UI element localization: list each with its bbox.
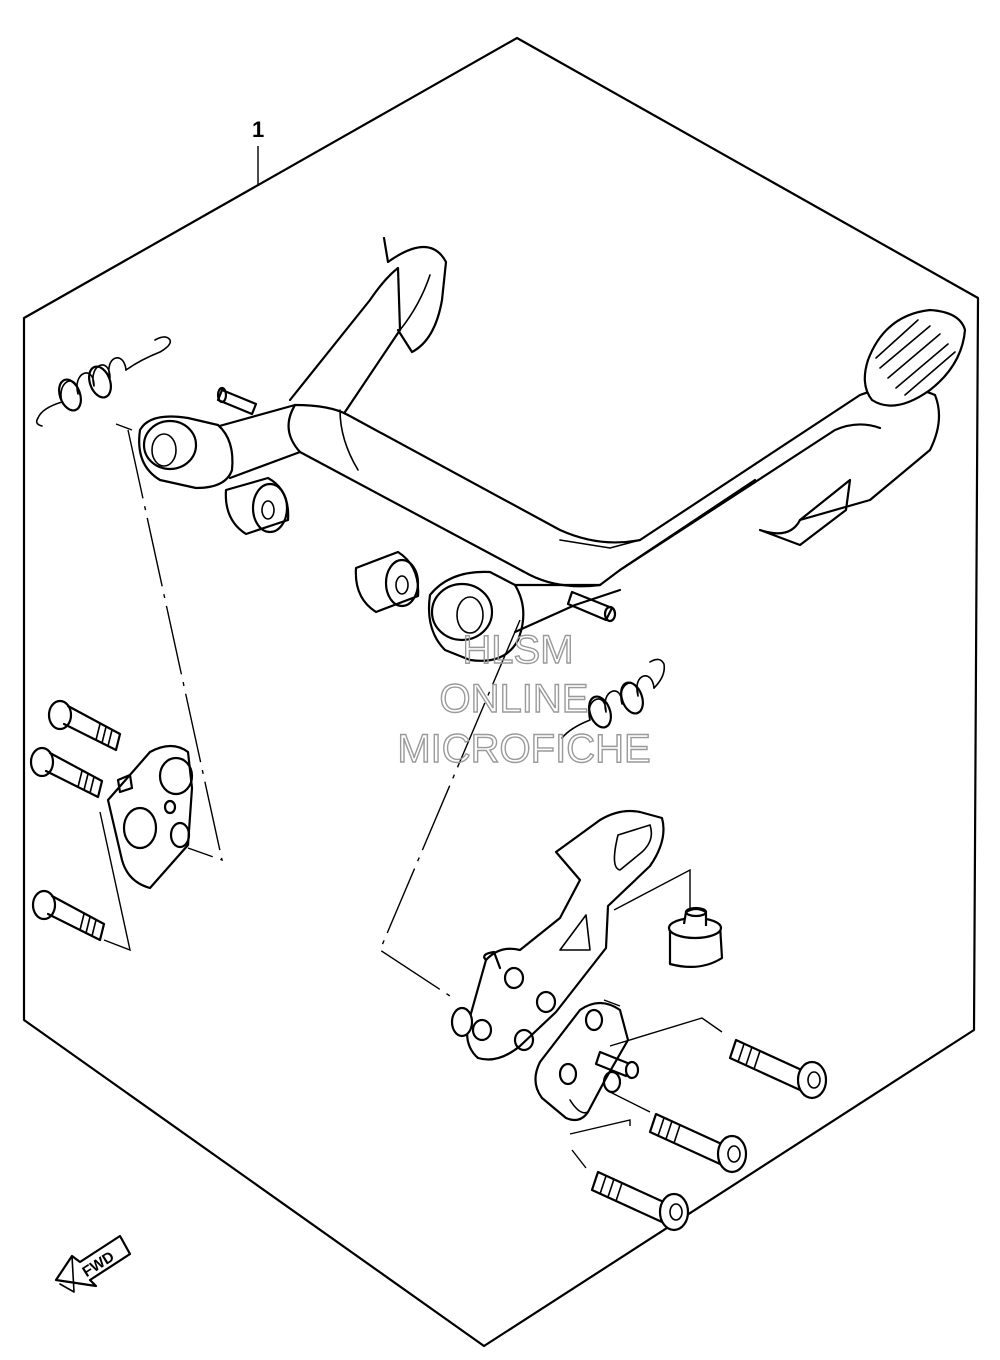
bolt-icon (47, 699, 122, 752)
stand-pedal-icon (618, 308, 967, 572)
left-assembly-leaders (99, 423, 223, 952)
stand-bracket-icon (450, 809, 665, 1061)
center-stand-frame-icon (138, 236, 757, 662)
return-spring-icon (35, 336, 172, 427)
bolt-6-icon (590, 1170, 690, 1232)
bolt-5-icon (648, 1112, 748, 1174)
bolt-4-icon (728, 1038, 828, 1100)
pivot-pin-upper-icon (216, 386, 258, 416)
pivot-pin-lower-icon (566, 590, 617, 623)
watermark: HLSM ONLINE MICROFICHE (397, 627, 652, 771)
right-assembly-leaders (379, 619, 723, 1169)
watermark-line-3: MICROFICHE (397, 727, 650, 771)
watermark-line-1: HLSM (462, 628, 573, 672)
return-spring-2-icon (561, 658, 666, 739)
bolt-2-icon (29, 746, 104, 799)
mounting-bracket-icon (106, 744, 194, 890)
pivot-bushing-2-icon (354, 550, 420, 614)
rubber-stopper-icon (667, 906, 724, 969)
reference-number-label: 1 (252, 117, 264, 142)
fwd-arrow-icon: FWD (54, 1234, 132, 1293)
pivot-bushing-icon (224, 476, 290, 536)
watermark-line-2: ONLINE (440, 677, 589, 721)
kit-outline (22, 36, 980, 1348)
bolt-3-icon (31, 889, 106, 942)
bracket-plate-icon (534, 1001, 640, 1122)
